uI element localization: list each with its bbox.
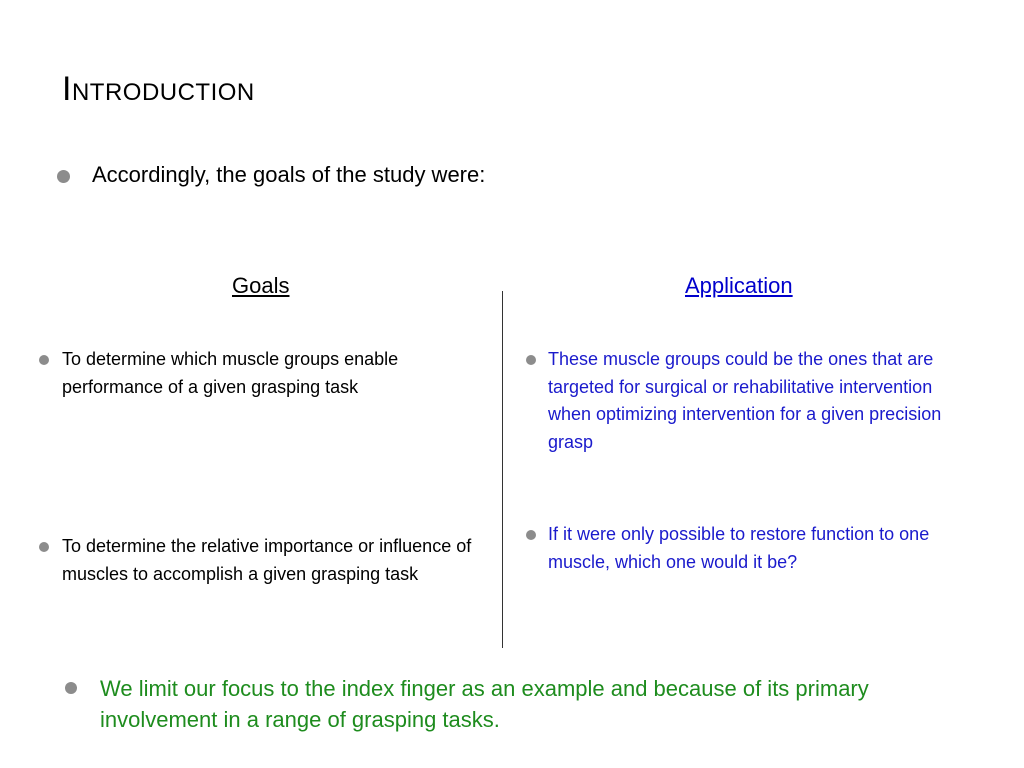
intro-bullet-icon (57, 170, 70, 183)
goal-bullet-icon (39, 542, 49, 552)
slide-title: Introduction (62, 70, 255, 108)
intro-text: Accordingly, the goals of the study were… (92, 162, 486, 187)
application-item-1: These muscle groups could be the ones th… (548, 349, 942, 452)
footer-bullet-icon (65, 682, 77, 694)
application-bullet-icon (526, 355, 536, 365)
footer-text: We limit our focus to the index finger a… (100, 676, 869, 732)
goal-item-2: To determine the relative importance or … (62, 536, 472, 584)
goal-bullet-icon (39, 355, 49, 365)
application-bullet-icon (526, 530, 536, 540)
goals-heading: Goals (232, 273, 290, 298)
goal-item-1: To determine which muscle groups enable … (62, 349, 399, 397)
column-divider (502, 291, 503, 648)
application-item-2: If it were only possible to restore func… (548, 524, 930, 572)
application-heading[interactable]: Application (685, 273, 793, 298)
